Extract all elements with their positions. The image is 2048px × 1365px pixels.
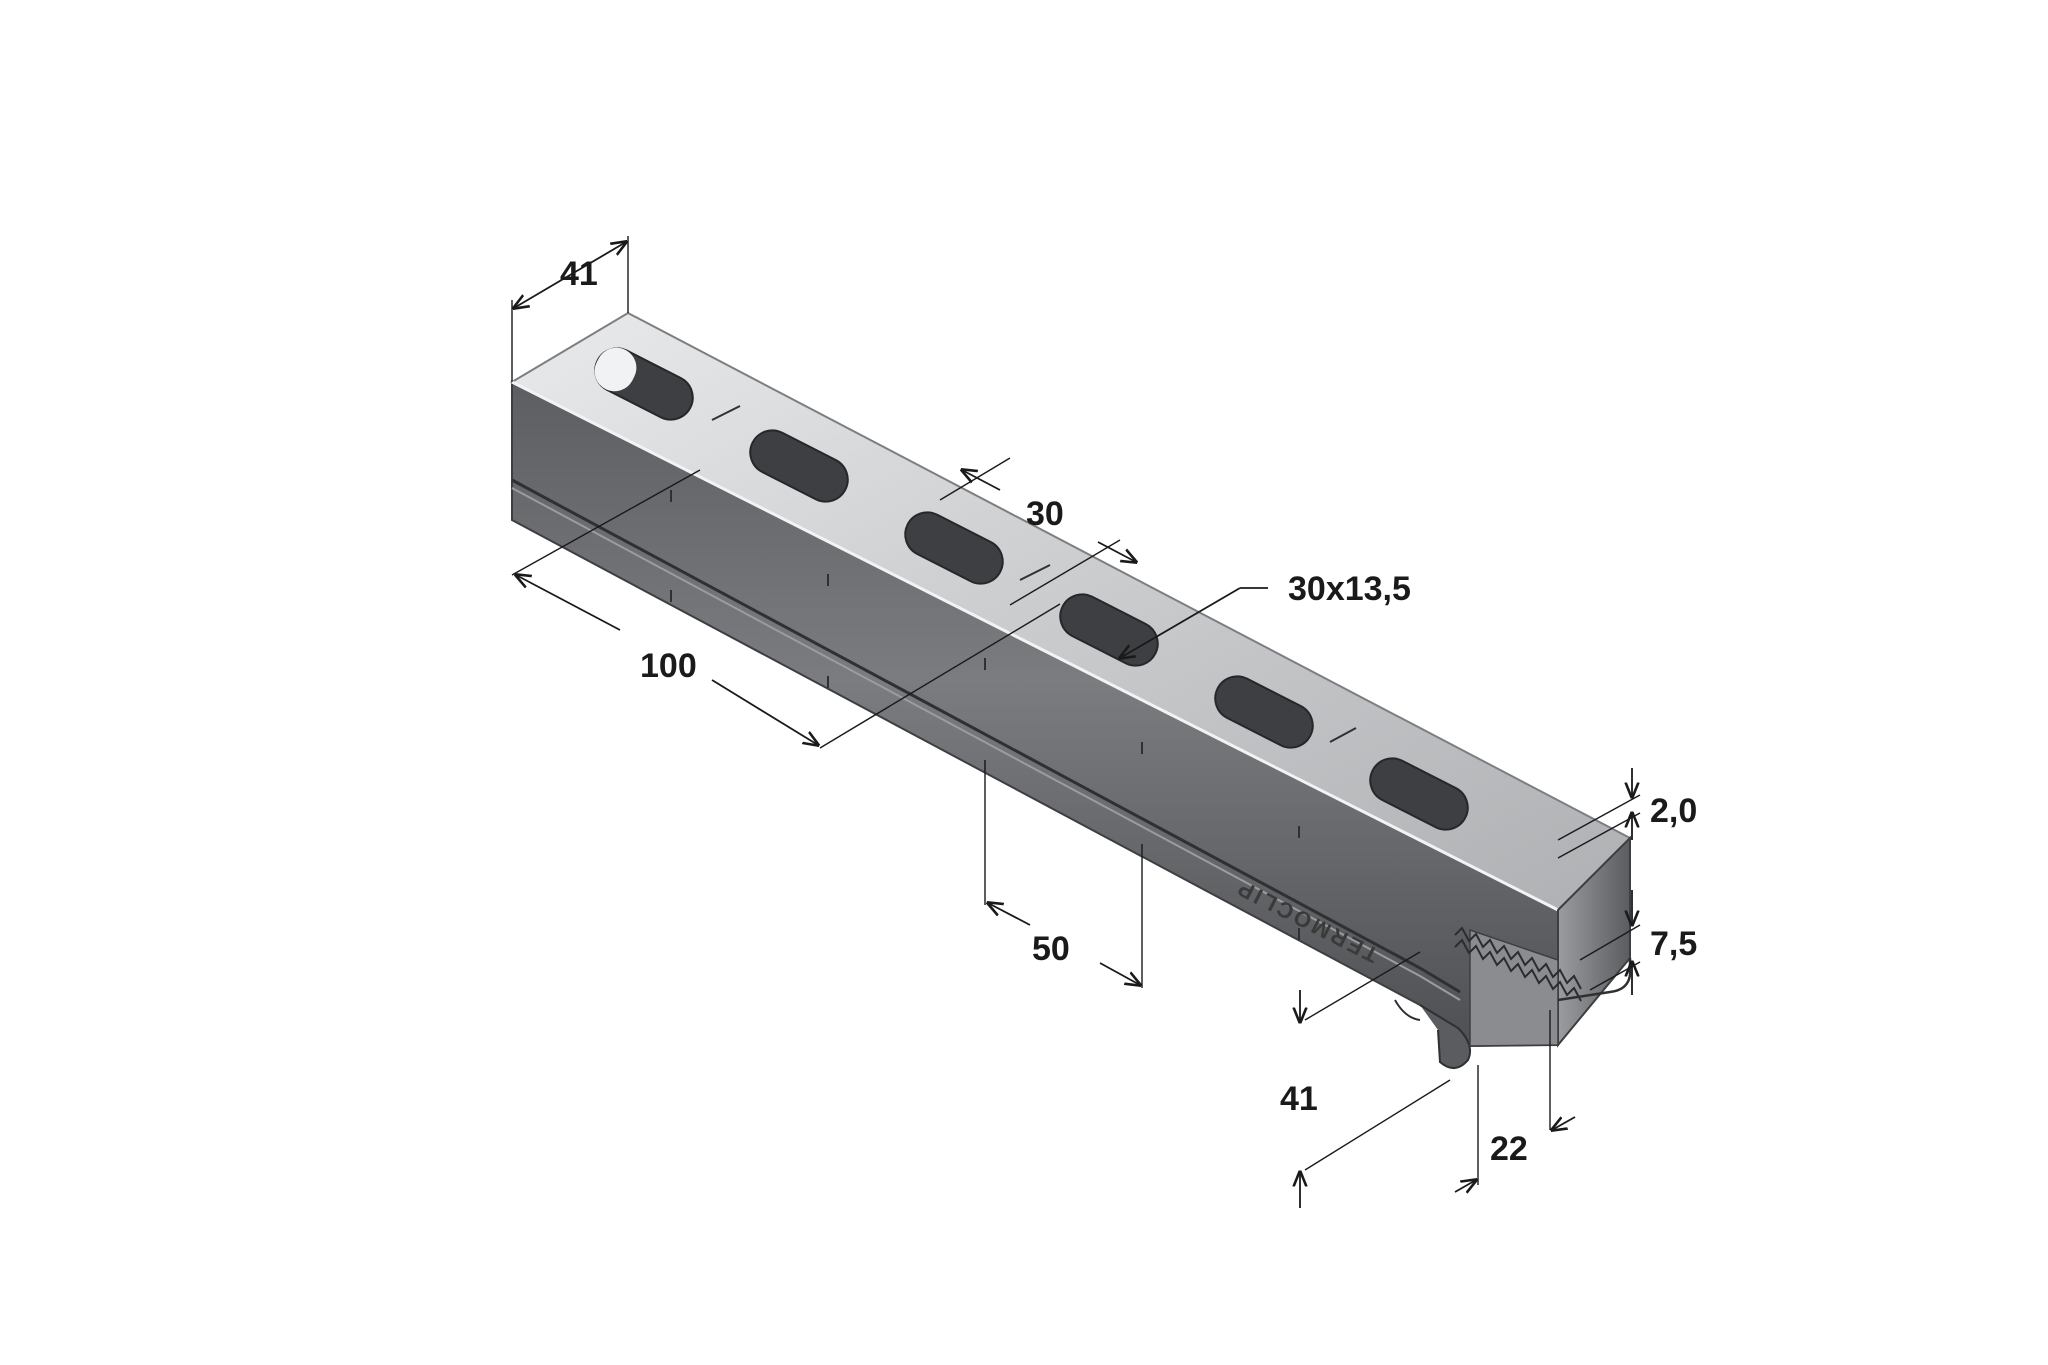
label-slot-pitch: 100: [640, 647, 697, 685]
dim-line-opening-left: [1454, 1180, 1476, 1192]
end-inner-face: [1469, 928, 1559, 1047]
bottom-lip: [1419, 1004, 1471, 1069]
channel-body: TERMOCLIP: [509, 311, 1632, 1069]
top-notch-marks: [711, 405, 1357, 743]
slot-1-end: [594, 347, 637, 392]
serrated-lip: [1454, 926, 1582, 1002]
label-lip-height: 7,5: [1650, 925, 1697, 963]
dim-line-30-a: [962, 470, 1001, 491]
label-top-width: 41: [560, 255, 598, 293]
slot-5: [1214, 675, 1314, 749]
top-front-edge: [511, 380, 1559, 912]
label-side-mark-pitch: 50: [1032, 930, 1070, 968]
label-profile-height: 41: [1280, 1080, 1318, 1118]
label-slot-size: 30x13,5: [1288, 570, 1411, 608]
slot-2: [749, 429, 849, 503]
side-groove-highlight: [511, 487, 1461, 1001]
side-tick-marks: [670, 490, 1300, 940]
dim-line-50-right: [1099, 962, 1140, 985]
slot-6: [1369, 757, 1469, 831]
dim-line-30-b: [1097, 541, 1136, 562]
dim-line-slot-pitch-left: [516, 575, 621, 631]
dim-line-opening-right: [1552, 1116, 1576, 1130]
dim-line-slot-pitch-right: [711, 679, 818, 745]
slot-leader: [1120, 587, 1241, 658]
label-30: 30: [1026, 495, 1064, 533]
label-opening-width: 22: [1490, 1130, 1528, 1168]
bottom-lip-inner: [1394, 999, 1421, 1021]
side-groove: [511, 478, 1461, 994]
dimension-labels: 41 30 30x13,5 100 50 2,0 7,5 41 22: [560, 255, 1697, 1168]
label-thickness: 2,0: [1650, 792, 1697, 830]
dim-line-50-left: [988, 903, 1031, 926]
slot-3: [904, 511, 1004, 585]
dim-line-top-width: [514, 242, 626, 308]
dimension-lines: [512, 236, 1641, 1208]
